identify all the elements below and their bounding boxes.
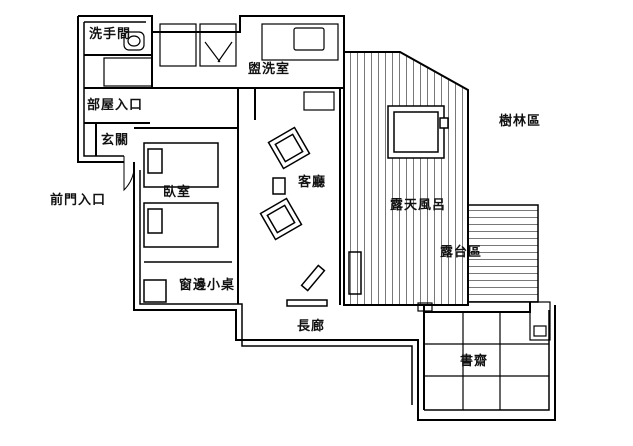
- interior-walls: [84, 32, 425, 410]
- label-window-nook: 窗邊小桌: [179, 278, 236, 293]
- living-furniture: [259, 126, 362, 307]
- label-forest-area: 樹林區: [499, 114, 542, 129]
- washroom-fixtures: [103, 31, 153, 87]
- label-study: 書齋: [460, 354, 489, 369]
- label-living-room: 客廳: [298, 175, 327, 190]
- entrance-door: [123, 156, 135, 192]
- label-washroom: 洗手間: [89, 27, 132, 42]
- label-corridor: 長廊: [297, 319, 326, 334]
- label-outdoor-bath: 露天風呂: [390, 198, 447, 213]
- terrace-deck: [467, 204, 539, 303]
- study-fixtures: [417, 301, 551, 410]
- label-vanity: 盥洗室: [248, 62, 291, 77]
- label-bedroom: 臥室: [163, 185, 192, 200]
- beds: [143, 142, 232, 303]
- label-front-door-entrance: 前門入口: [50, 193, 107, 208]
- vanity-fixtures: [159, 23, 339, 111]
- bath-tub: [387, 105, 449, 159]
- outdoor-bath-deck: [343, 51, 469, 306]
- label-genkan: 玄關: [101, 133, 130, 148]
- label-room-entrance: 部屋入口: [87, 98, 144, 113]
- label-terrace-area: 露台區: [440, 245, 483, 260]
